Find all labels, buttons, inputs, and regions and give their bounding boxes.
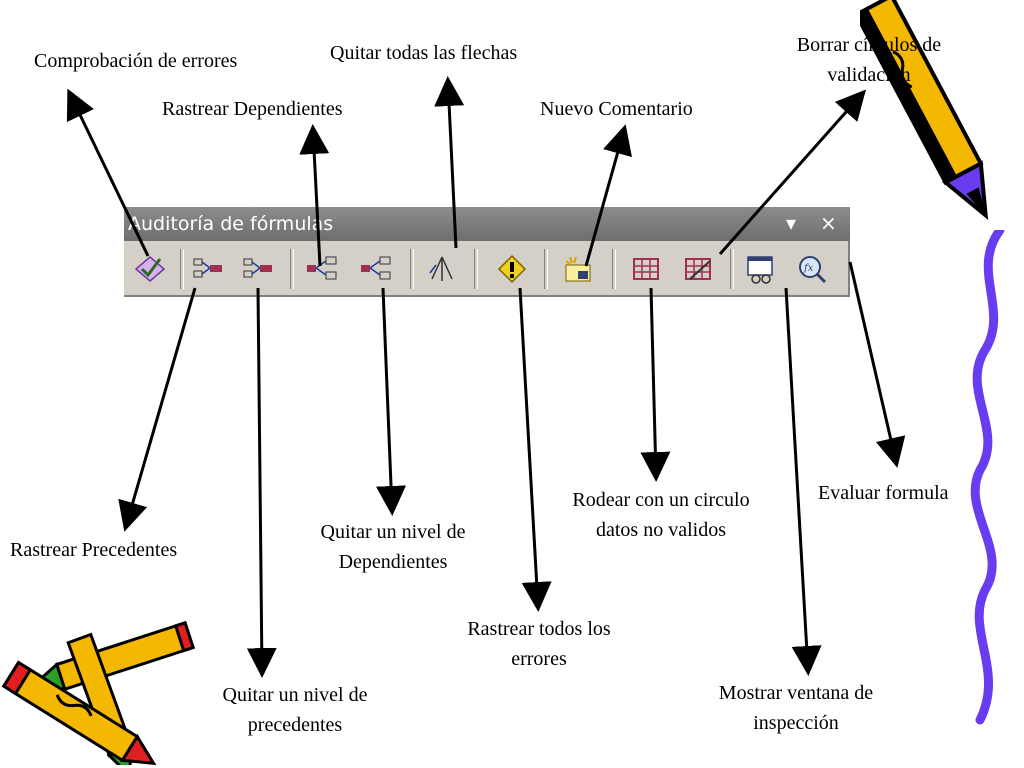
- error-check-icon[interactable]: [132, 253, 168, 285]
- arrow-comprobacion: [66, 88, 150, 257]
- pencils-clipart-bottom-left: [1, 620, 196, 765]
- toolbar-separator: [544, 249, 548, 289]
- arrow-quitar-nivel-prec: [246, 287, 277, 678]
- toolbar-separator: [474, 249, 478, 289]
- formula-auditing-toolbar: Auditoría de fórmulas ▾ ×: [124, 207, 850, 297]
- circle-invalid-data-icon[interactable]: [628, 253, 664, 285]
- label-quitar-nivel-dependientes: Quitar un nivel de Dependientes: [298, 517, 488, 577]
- label-line: Quitar un nivel de: [222, 684, 368, 706]
- label-quitar-nivel-precedentes: Quitar un nivel de precedentes: [200, 680, 390, 740]
- toolbar-title-bar[interactable]: Auditoría de fórmulas ▾ ×: [124, 207, 850, 241]
- toolbar-separator: [612, 249, 616, 289]
- toolbar-buttons-row: fx: [124, 241, 850, 297]
- dropdown-icon[interactable]: ▾: [786, 211, 797, 235]
- new-comment-icon[interactable]: [560, 253, 596, 285]
- toolbar-title: Auditoría de fórmulas: [128, 213, 334, 235]
- squiggle-line: [970, 230, 1005, 725]
- toolbar-separator: [290, 249, 294, 289]
- label-evaluar-formula: Evaluar formula: [818, 482, 949, 504]
- evaluate-formula-icon[interactable]: fx: [794, 253, 830, 285]
- label-line: errores: [511, 648, 567, 670]
- label-rodear-circulo: Rodear con un circulo datos no validos: [546, 485, 776, 545]
- label-line: Rodear con un circulo: [572, 489, 750, 511]
- toolbar-separator: [180, 249, 184, 289]
- label-line: Rastrear todos los: [467, 618, 611, 640]
- label-rastrear-todos-errores: Rastrear todos los errores: [446, 614, 632, 674]
- arrow-rastrear-dependientes: [299, 124, 330, 267]
- remove-all-arrows-icon[interactable]: [424, 253, 460, 285]
- clear-validation-circles-icon[interactable]: [680, 253, 716, 285]
- toolbar-separator: [410, 249, 414, 289]
- svg-text:fx: fx: [803, 263, 814, 274]
- trace-dependents-icon[interactable]: [304, 253, 340, 285]
- label-line: inspección: [753, 712, 839, 734]
- arrow-quitar-nivel-dep: [376, 287, 407, 516]
- pencil-clipart-top-right: [860, 0, 989, 220]
- label-comprobacion-errores: Comprobación de errores: [34, 50, 238, 72]
- remove-precedent-arrows-icon[interactable]: [240, 253, 276, 285]
- label-quitar-todas-flechas: Quitar todas las flechas: [330, 42, 518, 64]
- label-rastrear-dependientes: Rastrear Dependientes: [162, 98, 343, 120]
- trace-error-icon[interactable]: [494, 253, 530, 285]
- remove-dependent-arrows-icon[interactable]: [358, 253, 394, 285]
- label-line: datos no validos: [596, 519, 726, 541]
- arrow-rastrear-precedentes: [118, 287, 197, 532]
- arrow-quitar-todas: [434, 76, 465, 249]
- label-rastrear-precedentes: Rastrear Precedentes: [10, 539, 178, 561]
- label-mostrar-ventana: Mostrar ventana de inspección: [696, 678, 896, 738]
- label-line: precedentes: [247, 714, 343, 736]
- label-line: Mostrar ventana de: [718, 682, 874, 704]
- label-line: Quitar un nivel de: [320, 521, 466, 543]
- label-line: validación: [827, 64, 911, 86]
- watch-window-icon[interactable]: [744, 253, 780, 285]
- trace-precedents-icon[interactable]: [190, 253, 226, 285]
- label-borrar-circulos: Borrar círculos de validación: [776, 30, 962, 90]
- label-line: Borrar círculos de: [796, 34, 942, 56]
- label-nuevo-comentario: Nuevo Comentario: [540, 98, 693, 120]
- arrow-rastrear-errores: [518, 287, 552, 612]
- arrow-mostrar-ventana: [784, 287, 822, 676]
- arrow-nuevo-comentario: [584, 124, 632, 267]
- arrow-borrar-circulos: [718, 89, 866, 255]
- arrow-rodear: [640, 287, 671, 482]
- label-line: Dependientes: [338, 551, 448, 573]
- toolbar-separator: [730, 249, 734, 289]
- close-icon[interactable]: ×: [820, 211, 837, 235]
- arrow-evaluar: [848, 261, 906, 468]
